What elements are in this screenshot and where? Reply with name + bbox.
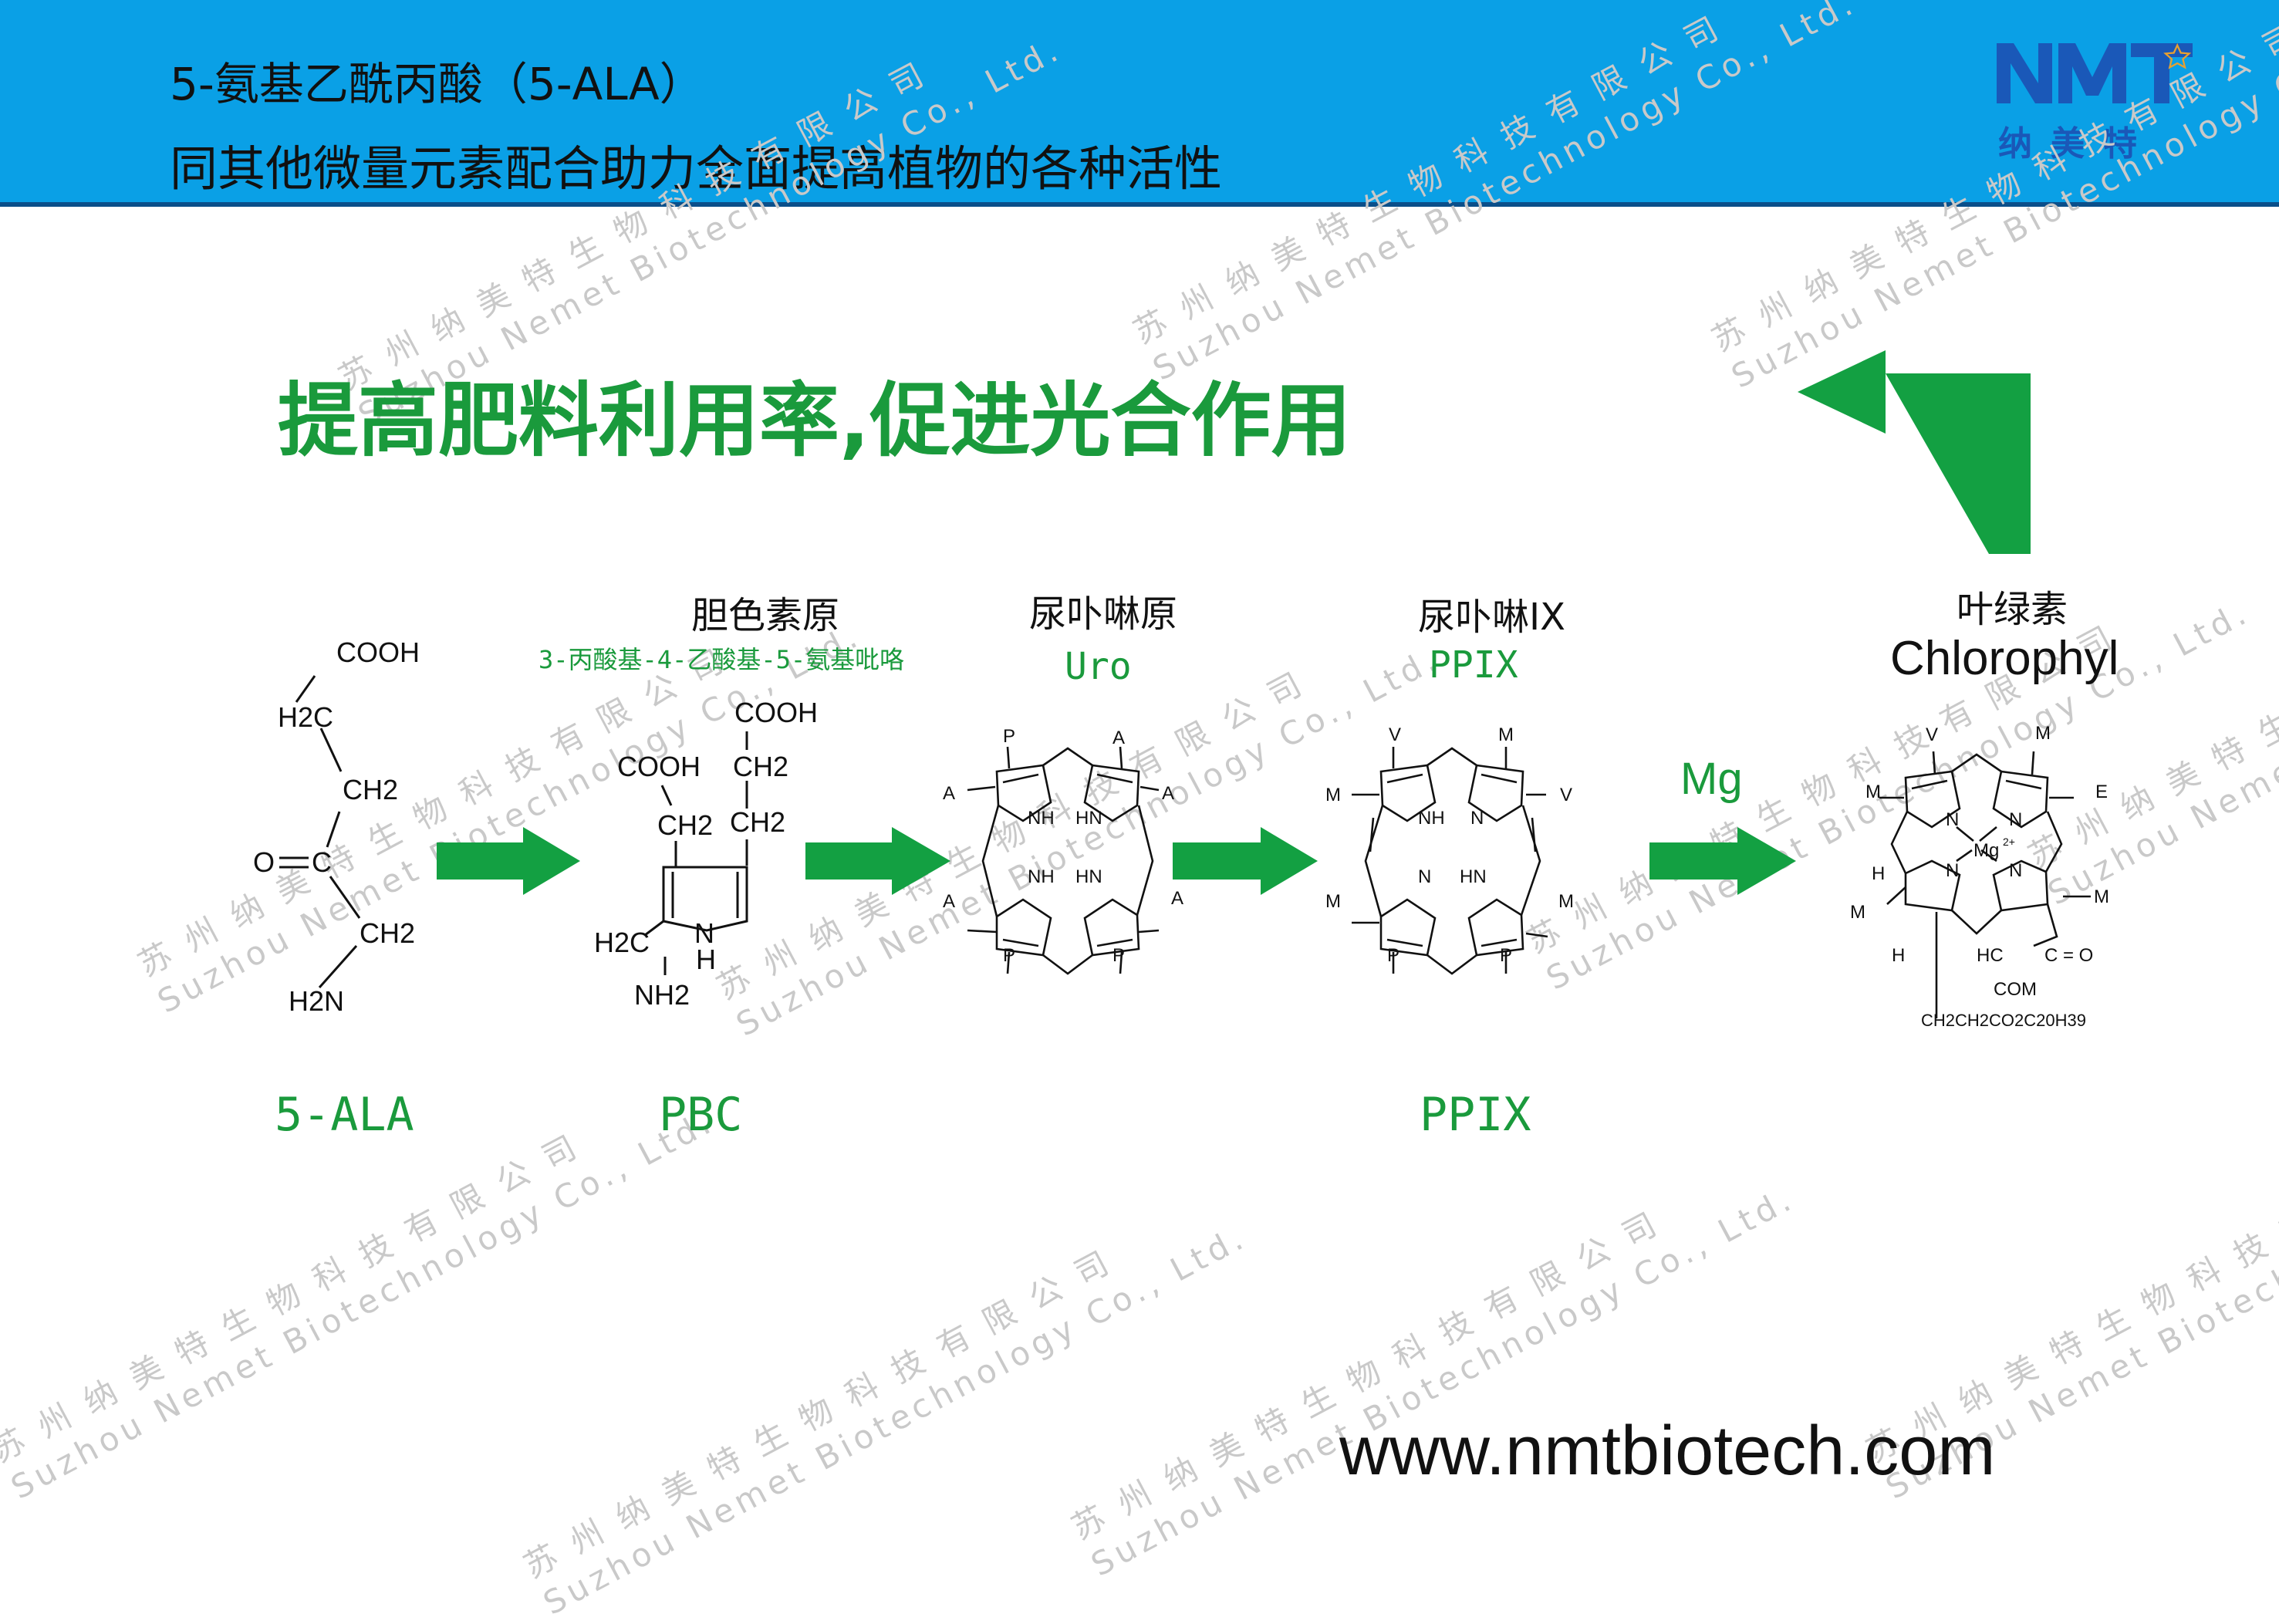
uro-p: P bbox=[1003, 726, 1015, 747]
pbc-cn-label: 胆色素原 bbox=[691, 594, 840, 637]
uro-a: A bbox=[1171, 888, 1183, 909]
chl-com: COM bbox=[1994, 979, 2037, 1000]
uro-p: P bbox=[1003, 945, 1015, 966]
pbc-sub-label: 3-丙酸基-4-乙酸基-5-氨基吡咯 bbox=[539, 645, 905, 674]
header-rule bbox=[0, 202, 2279, 207]
website-url: www.nmtbiotech.com bbox=[1339, 1413, 1996, 1490]
chl-h: H bbox=[1872, 863, 1885, 884]
ppix-cn-label: 尿卟啉IX bbox=[1418, 596, 1566, 639]
chl-n: N bbox=[1946, 809, 1959, 830]
chl-h: H bbox=[1892, 945, 1905, 966]
uro-en-label: Uro bbox=[1065, 645, 1132, 688]
logo-text: 纳美特 bbox=[1998, 124, 2156, 164]
arrow-up-left-icon bbox=[1798, 350, 2031, 554]
chl-n: N bbox=[1946, 860, 1959, 881]
mg-label: Mg bbox=[1680, 754, 1743, 804]
title-line-1: 5-氨基乙酰丙酸（5-ALA） bbox=[170, 58, 704, 110]
ppix-hn: HN bbox=[1460, 866, 1487, 887]
chl-mg-charge: 2+ bbox=[2003, 836, 2015, 848]
chl-n: N bbox=[2009, 860, 2022, 881]
pbc-h2c: H2C bbox=[594, 927, 650, 958]
uro-a: A bbox=[1112, 728, 1125, 748]
ala-label: 5-ALA bbox=[275, 1088, 414, 1142]
ppix-label: PPIX bbox=[1420, 1088, 1531, 1142]
pbc-ch2: CH2 bbox=[730, 806, 785, 838]
chl-co: C = O bbox=[2044, 945, 2093, 966]
header-bar bbox=[0, 0, 2279, 202]
pbc-ch2: CH2 bbox=[733, 751, 788, 782]
pbc-ch2: CH2 bbox=[657, 809, 713, 841]
ala-ch2: CH2 bbox=[360, 917, 415, 949]
ppix-p: P bbox=[1387, 945, 1399, 966]
chl-cn-label: 叶绿素 bbox=[1957, 588, 2068, 631]
ppix-n: N bbox=[1470, 808, 1484, 829]
ala-ch2: CH2 bbox=[343, 774, 398, 805]
pbc-structure bbox=[644, 731, 748, 975]
pbc-label: PBC bbox=[659, 1088, 743, 1142]
ppix-structure bbox=[1352, 747, 1548, 975]
ppix-n: N bbox=[1418, 866, 1431, 887]
ppix-en-label: PPIX bbox=[1429, 643, 1518, 687]
chl-n: N bbox=[2009, 809, 2022, 830]
chl-hc: HC bbox=[1977, 945, 2004, 966]
ppix-m: M bbox=[1498, 724, 1514, 745]
uro-p: P bbox=[1112, 945, 1125, 966]
ala-h2c: H2C bbox=[278, 701, 333, 733]
chl-en-label: Chlorophyl bbox=[1890, 632, 2119, 685]
pbc-nh2: NH2 bbox=[634, 979, 690, 1011]
arrow-right-icon bbox=[1173, 827, 1318, 895]
headline: 提高肥料利用率,促进光合作用 bbox=[278, 373, 1352, 468]
chl-m: M bbox=[1850, 902, 1865, 923]
ppix-v: V bbox=[1389, 724, 1401, 745]
pbc-n: N bbox=[694, 917, 714, 949]
uro-a: A bbox=[943, 783, 955, 804]
title-line-2: 同其他微量元素配合助力全面提高植物的各种活性 bbox=[170, 140, 1223, 197]
ppix-p: P bbox=[1500, 945, 1512, 966]
ppix-v: V bbox=[1560, 785, 1572, 805]
chl-tail: CH2CH2CO2C20H39 bbox=[1921, 1011, 2086, 1030]
ppix-m: M bbox=[1325, 785, 1341, 805]
ala-cooh: COOH bbox=[336, 636, 420, 668]
nmt-logo bbox=[1997, 42, 2193, 103]
ppix-m: M bbox=[1325, 891, 1341, 912]
ala-h2n: H2N bbox=[289, 985, 344, 1017]
chl-mg: Mg bbox=[1973, 840, 1999, 861]
uro-cn-label: 尿卟啉原 bbox=[1029, 593, 1178, 636]
ppix-nh: NH bbox=[1418, 808, 1445, 829]
